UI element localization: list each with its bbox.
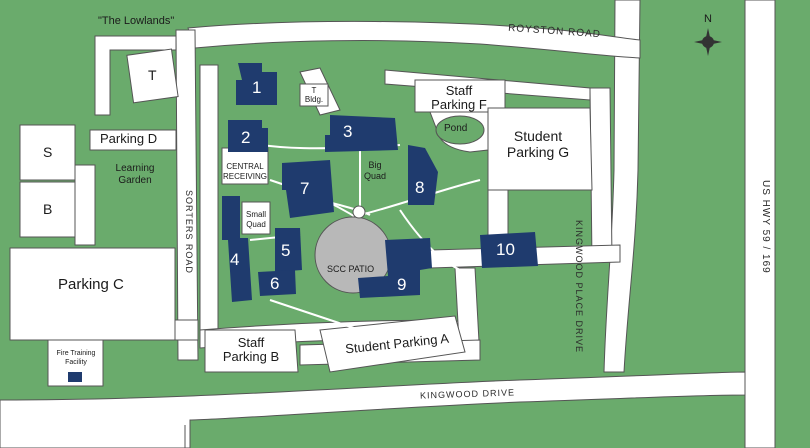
sorters-road-label: SORTERS ROAD bbox=[184, 190, 194, 274]
building-6 bbox=[258, 270, 296, 296]
staff-parking-b-line1: Staff bbox=[237, 335, 265, 350]
building-9 bbox=[358, 238, 432, 298]
building-7-label: 7 bbox=[300, 179, 310, 198]
t-building bbox=[299, 83, 329, 107]
student-parking-g-label: Student Parking G bbox=[488, 128, 588, 160]
lot-student-parking-g bbox=[487, 107, 593, 191]
building-10-label: 10 bbox=[496, 240, 515, 259]
building-2 bbox=[228, 120, 268, 152]
central-receiving-label: CENTRAL RECEIVING bbox=[220, 162, 270, 182]
kingwood-drive-road bbox=[0, 371, 746, 448]
building-3-label: 3 bbox=[343, 122, 353, 141]
big-quad-line1: Big bbox=[368, 160, 382, 170]
big-quad-label: Big Quad bbox=[360, 160, 390, 182]
east-grass bbox=[775, 0, 810, 448]
learning-garden-label: Learning Garden bbox=[110, 163, 160, 187]
lowlands-label: "The Lowlands" bbox=[98, 15, 175, 27]
central-receiving-line2: RECEIVING bbox=[222, 172, 267, 181]
t-bldg-label: T Bldg. bbox=[300, 86, 328, 104]
kingwood-place-drive-label: KINGWOOD PLACE DRIVE bbox=[574, 220, 584, 354]
fire-training-line1: Fire Training bbox=[56, 350, 96, 357]
parking-d-label: Parking D bbox=[100, 131, 158, 146]
fire-training-label: Fire Training Facility bbox=[46, 349, 106, 367]
pond-label: Pond bbox=[444, 123, 468, 134]
lot-b bbox=[19, 181, 76, 238]
pond bbox=[435, 115, 485, 145]
us-hwy-road bbox=[744, 0, 776, 448]
learning-garden-line2: Garden bbox=[118, 175, 152, 186]
lot-parking-c bbox=[9, 247, 176, 341]
building-4 bbox=[222, 196, 252, 302]
building-1 bbox=[236, 63, 277, 105]
staff-parking-b-line2: Parking B bbox=[222, 349, 280, 364]
building-5 bbox=[275, 228, 302, 272]
small-quad-label: Small Quad bbox=[240, 210, 272, 230]
building-6-label: 6 bbox=[270, 274, 280, 293]
student-parking-g-line2: Parking G bbox=[506, 144, 570, 160]
building-8 bbox=[408, 145, 438, 205]
building-1-label: 1 bbox=[252, 78, 262, 97]
central-receiving-line1: CENTRAL bbox=[226, 162, 264, 171]
parking-c-label: Parking C bbox=[58, 276, 124, 293]
lot-s-label: S bbox=[43, 144, 53, 160]
learning-garden-line1: Learning bbox=[115, 163, 155, 174]
lot-b-label: B bbox=[43, 201, 53, 217]
building-7 bbox=[282, 160, 334, 218]
fire-training-building bbox=[68, 372, 82, 382]
building-3 bbox=[325, 115, 398, 152]
building-9-label: 9 bbox=[397, 275, 407, 294]
lot-student-parking-a bbox=[319, 315, 466, 373]
fire-training-line2: Facility bbox=[65, 359, 87, 366]
staff-parking-f-line2: Parking F bbox=[431, 97, 487, 112]
compass-north-label: N bbox=[704, 13, 712, 25]
compass-rose-icon bbox=[694, 28, 722, 56]
small-quad-line1: Small bbox=[245, 210, 266, 219]
staff-parking-f-line1: Staff bbox=[445, 83, 473, 98]
lot-staff-parking-b bbox=[204, 329, 299, 373]
sorters-road bbox=[175, 29, 199, 361]
fire-training-lot bbox=[47, 339, 104, 387]
big-quad-line2: Quad bbox=[363, 171, 387, 181]
royston-road bbox=[187, 20, 641, 59]
student-parking-g-line1: Student bbox=[513, 128, 563, 144]
lot-s bbox=[19, 124, 76, 181]
staff-parking-f-label: Staff Parking F bbox=[416, 84, 502, 112]
staff-parking-b-label: Staff Parking B bbox=[208, 336, 294, 364]
t-bldg-label-line1: T bbox=[311, 86, 317, 95]
building-2-label: 2 bbox=[241, 128, 251, 147]
small-quad-line2: Quad bbox=[246, 220, 266, 229]
building-4-label: 4 bbox=[230, 250, 240, 269]
scc-patio-label: SCC PATIO bbox=[327, 264, 375, 274]
building-10 bbox=[480, 232, 538, 268]
lot-t bbox=[126, 48, 179, 104]
us-hwy-label: US HWY 59 / 169 bbox=[760, 180, 771, 274]
t-bldg-label-line2: Bldg. bbox=[304, 95, 324, 104]
building-8-label: 8 bbox=[415, 178, 425, 197]
building-5-label: 5 bbox=[281, 241, 291, 260]
lot-t-label: T bbox=[148, 67, 157, 83]
